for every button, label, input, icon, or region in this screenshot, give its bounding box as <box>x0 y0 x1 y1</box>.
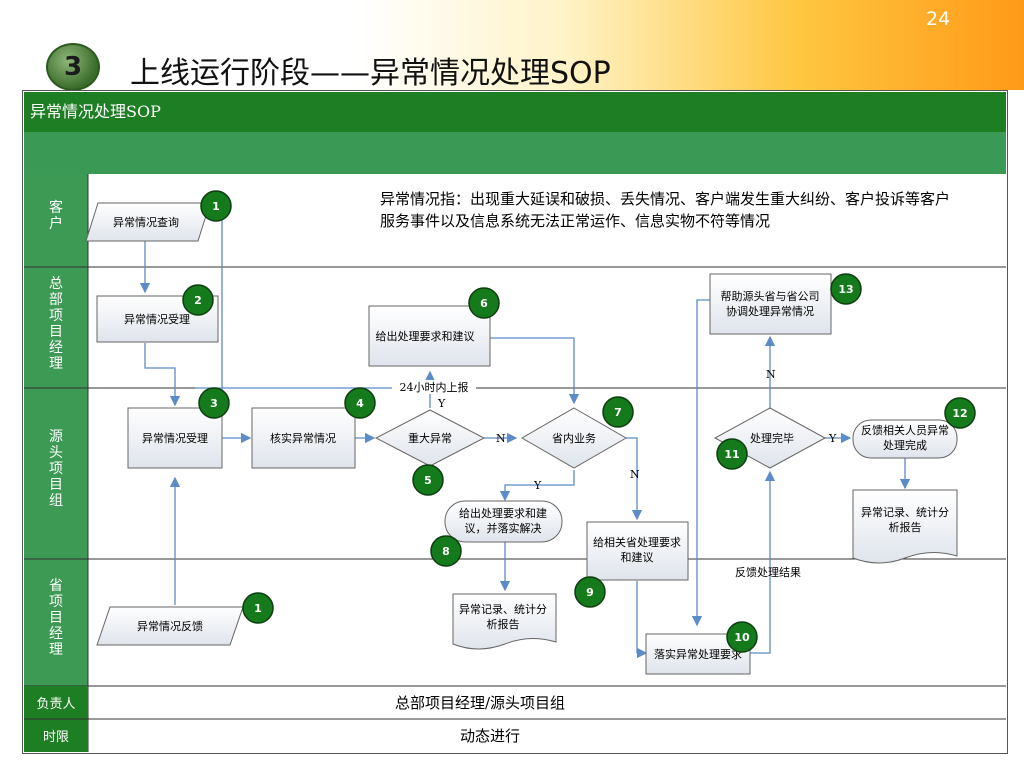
step-badge-9 <box>574 576 606 608</box>
node-assist-line1: 帮助源头省与省公司 <box>721 289 820 303</box>
title-banner <box>0 0 1024 90</box>
node-advice-implement <box>444 500 563 543</box>
node-assist-line2: 协调处理异常情况 <box>726 304 814 318</box>
edge-label-y-major: Y <box>437 397 446 410</box>
node-src-receive <box>127 407 223 469</box>
step-badge-label: 11 <box>724 448 739 461</box>
node-done-text: 处理完毕 <box>750 431 794 445</box>
node-feedback-done-line2: 处理完成 <box>883 438 927 452</box>
owner-value: 总部项目经理/源头项目组 <box>395 694 565 712</box>
step-badge-4 <box>344 387 376 419</box>
node-query <box>85 202 211 242</box>
owner-label-cell <box>24 686 88 719</box>
lane-label-hq-pm: 总部项目经理 <box>49 276 63 372</box>
anomaly-definition: 异常情况指：出现重大延误和破损、丢失情况、客户端发生重大纠纷、客户投诉等客户服务… <box>380 190 951 230</box>
node-in-province-decision <box>520 407 628 469</box>
owner-label: 负责人 <box>36 697 75 712</box>
step-badge-label: 12 <box>952 407 967 420</box>
node-record-right <box>852 489 958 564</box>
edge-label-n-done: N <box>766 368 776 381</box>
node-feedback-done-line1: 反馈相关人员异常 <box>861 423 949 437</box>
step-badge-8 <box>430 535 462 567</box>
node-implement-text: 落实异常处理要求 <box>654 647 742 661</box>
node-record-right-line1: 异常记录、统计分 <box>861 506 949 519</box>
step-badge-label: 1 <box>212 200 220 213</box>
deadline-value: 动态进行 <box>460 727 520 745</box>
step-badge-7 <box>602 396 634 428</box>
node-feedback-done <box>852 419 958 459</box>
step-badge-label: 4 <box>356 397 364 410</box>
step-badge-label: 6 <box>480 297 488 310</box>
node-related-province <box>586 521 689 581</box>
step-badge-label: 9 <box>586 586 594 599</box>
node-advice-implement-line1: 给出处理要求和建 <box>459 506 547 520</box>
edge-label-y-inprov: Y <box>533 479 542 492</box>
node-in-province-text: 省内业务 <box>552 431 596 445</box>
page-number: 24 <box>926 8 951 30</box>
step-badge-1 <box>200 190 232 222</box>
step-badge-label: 8 <box>442 545 450 558</box>
step-badge-14 <box>242 592 274 624</box>
edge-label-n-inprov: N <box>630 468 640 481</box>
lane-label-customer: 客户 <box>49 199 63 232</box>
lane-label-column <box>24 174 88 686</box>
node-related-province-line1: 给相关省处理要求 <box>593 535 681 549</box>
node-record-middle <box>452 593 557 650</box>
edge-label-n-major: N <box>496 432 506 445</box>
step-badge-label: 3 <box>210 397 218 410</box>
node-record-middle-line1: 异常记录、统计分 <box>459 603 547 616</box>
step-badge-11 <box>716 438 748 470</box>
edge-label-report-24h: 24小时内上报 <box>400 380 469 394</box>
node-major-text: 重大异常 <box>408 431 452 445</box>
step-badge-label: 7 <box>614 406 622 419</box>
node-assist <box>709 273 832 335</box>
step-badge-3 <box>198 387 230 419</box>
edge-label-feedback-result: 反馈处理结果 <box>735 566 801 579</box>
node-verify-text: 核实异常情况 <box>270 431 336 445</box>
step-badge-12 <box>944 397 976 429</box>
step-badge-label: 10 <box>734 631 750 644</box>
node-verify <box>251 407 356 469</box>
step-badge-label: 1 <box>254 602 262 615</box>
page-title: 上线运行阶段——异常情况处理SOP <box>130 56 611 91</box>
subheader-band <box>24 132 1006 174</box>
header-title: 异常情况处理SOP <box>30 102 161 121</box>
header-band <box>24 92 1006 132</box>
step-badge-label: 5 <box>424 474 432 487</box>
node-province-feedback <box>96 606 244 646</box>
lane-label-source-team: 源头项目组 <box>49 429 63 509</box>
step-badge-label: 13 <box>838 283 853 296</box>
node-advice-implement-line2: 议，并落实解决 <box>465 521 542 535</box>
node-hq-receive-text: 异常情况受理 <box>124 313 190 326</box>
step-badge-2 <box>182 284 214 316</box>
node-related-province-line2: 和建议 <box>621 550 654 564</box>
node-advice-text: 给出处理要求和建议 <box>376 329 475 343</box>
step-badge-13 <box>830 273 862 305</box>
step-number: 3 <box>63 52 83 82</box>
step-badge-5 <box>412 464 444 496</box>
node-record-right-line2: 析报告 <box>889 520 922 534</box>
node-query-text: 异常情况查询 <box>113 215 179 229</box>
lane-label-province-pm: 省项目经理 <box>49 578 63 658</box>
edge-label-y-done: Y <box>828 432 837 445</box>
connectors <box>139 192 911 659</box>
step-badge-10 <box>726 621 758 653</box>
step-badge-label: 2 <box>194 294 202 307</box>
deadline-label-cell <box>24 719 88 752</box>
node-advice <box>368 305 491 367</box>
node-src-receive-text: 异常情况受理 <box>142 432 208 445</box>
step-badge-6 <box>468 287 500 319</box>
node-province-feedback-text: 异常情况反馈 <box>137 620 203 633</box>
node-record-middle-line2: 析报告 <box>487 617 520 631</box>
deadline-label: 时限 <box>43 730 69 745</box>
